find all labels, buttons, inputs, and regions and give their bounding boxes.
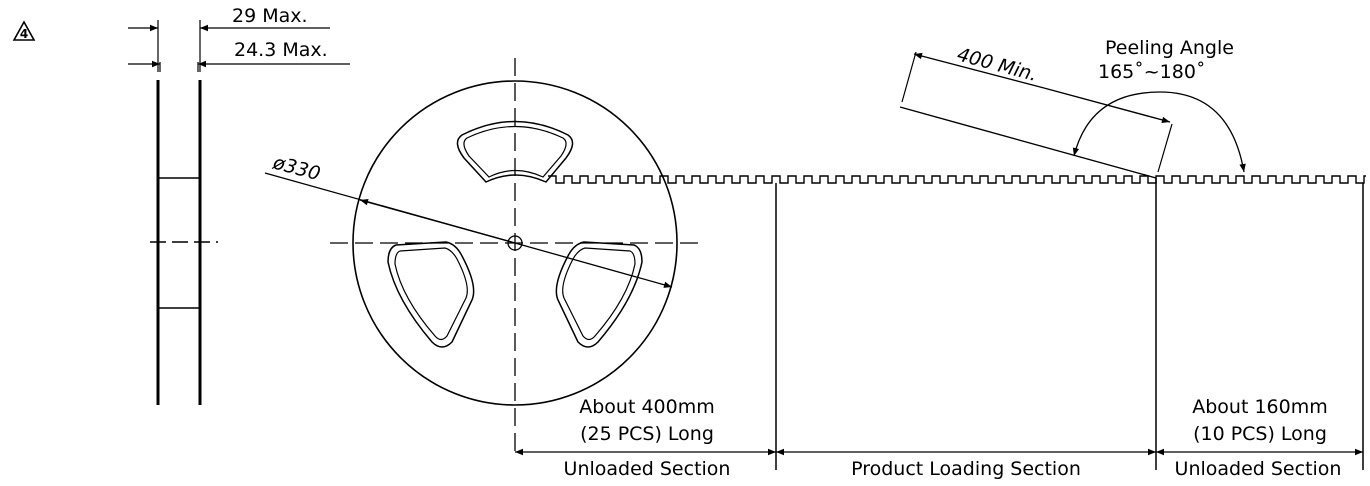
peel-length-label: 400 Min. xyxy=(955,44,1040,86)
max-inner-label: 24.3 Max. xyxy=(234,39,328,61)
svg-text:4: 4 xyxy=(20,27,28,41)
peeling-angle-range: 165˚~180˚ xyxy=(1098,61,1205,83)
reel-window-left xyxy=(387,241,475,348)
carrier-tape xyxy=(548,175,1366,184)
right-length-label: About 160mm xyxy=(1192,396,1328,418)
section-dividers xyxy=(775,178,1364,470)
width-dimensions xyxy=(128,24,350,68)
right-count-label: (10 PCS) Long xyxy=(1193,423,1327,445)
tape-pockets xyxy=(548,175,1366,184)
peeling-cover-tape xyxy=(899,51,1246,179)
peeling-angle-title: Peeling Angle xyxy=(1105,37,1234,59)
revision-marker: 4 xyxy=(12,20,36,41)
diameter-label: ø330 xyxy=(270,151,323,185)
left-length-label: About 400mm xyxy=(579,396,715,418)
reel-side-view xyxy=(150,20,218,405)
middle-section-label: Product Loading Section xyxy=(851,458,1081,480)
right-section-label: Unloaded Section xyxy=(1175,458,1342,480)
left-section-label: Unloaded Section xyxy=(564,458,731,480)
max-outer-label: 29 Max. xyxy=(232,5,308,27)
reel-window-top xyxy=(456,120,574,183)
left-count-label: (25 PCS) Long xyxy=(580,423,714,445)
reel-front-view xyxy=(264,58,700,455)
